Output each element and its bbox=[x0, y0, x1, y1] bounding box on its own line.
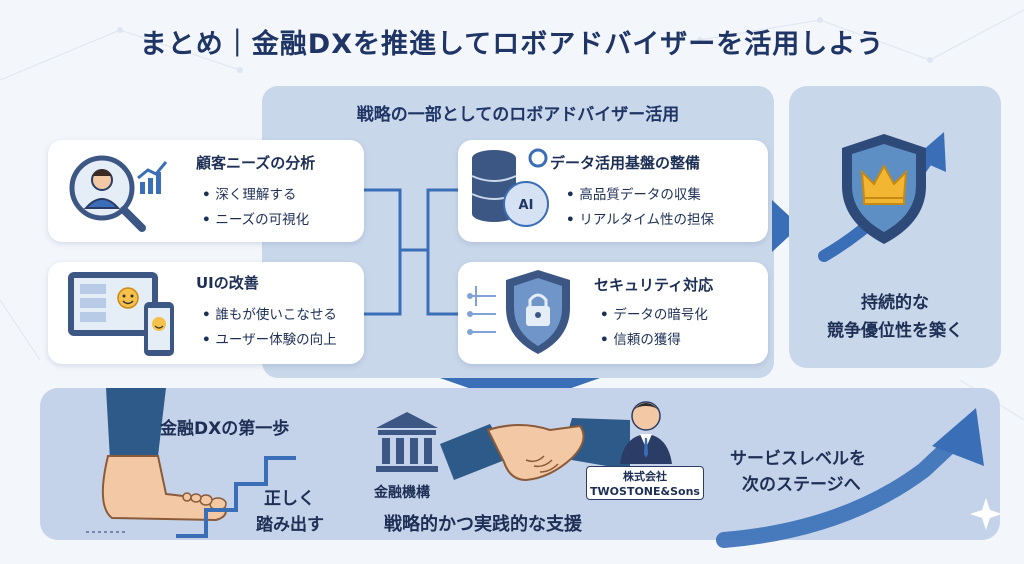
database-ai-icon: AI bbox=[471, 148, 549, 227]
card-customer-needs-bullet: 深く理解する bbox=[202, 183, 296, 203]
bank-building-icon bbox=[376, 412, 438, 472]
service-level-line2: 次のステージへ bbox=[742, 475, 861, 495]
card-ui-improvement-title: UIの改善 bbox=[196, 274, 259, 292]
user-magnifier-icon bbox=[69, 155, 168, 232]
card-security-bullet: 信頼の獲得 bbox=[600, 328, 681, 348]
shield-lock-icon bbox=[467, 270, 570, 354]
first-step-label: 金融DXの第一歩 bbox=[160, 419, 290, 439]
step-out-line2: 踏み出す bbox=[256, 515, 324, 535]
outcome-text-line2: 競争優位性を築く bbox=[827, 321, 963, 341]
step-out-line1: 正しく bbox=[264, 489, 315, 509]
strategy-panel-heading: 戦略の一部としてのロボアドバイザー活用 bbox=[356, 105, 680, 125]
page-title: まとめ｜金融DXを推進してロボアドバイザーを活用しよう bbox=[139, 29, 885, 60]
tablet-smiley-icon bbox=[68, 272, 174, 356]
ai-chip-label: AI bbox=[519, 198, 534, 213]
outcome-text-line1: 持続的な bbox=[861, 293, 929, 313]
arrow-to-outcome bbox=[772, 200, 800, 252]
businessman-icon bbox=[620, 401, 672, 464]
foot-stairs-icon bbox=[86, 388, 296, 538]
support-label: 戦略的かつ実践的な支援 bbox=[384, 514, 582, 535]
card-security-title: セキュリティ対応 bbox=[594, 276, 714, 294]
company-badge-line2: TWOSTONE&Sons bbox=[590, 485, 700, 498]
institution-label: 金融機構 bbox=[374, 485, 430, 501]
card-customer-needs-title: 顧客ニーズの分析 bbox=[196, 154, 316, 172]
company-badge-line1: 株式会社 bbox=[623, 470, 667, 483]
card-data-platform-title: データ活用基盤の整備 bbox=[550, 154, 701, 172]
card-data-platform-bullet: 高品質データの収集 bbox=[566, 183, 701, 203]
card-data-platform-bullet: リアルタイム性の担保 bbox=[566, 208, 714, 228]
service-level-line1: サービスレベルを bbox=[730, 449, 866, 469]
card-customer-needs-bullet: ニーズの可視化 bbox=[202, 208, 309, 228]
card-ui-improvement-bullet: 誰もが使いこなせる bbox=[202, 303, 337, 323]
company-badge: 株式会社 TWOSTONE&Sons bbox=[586, 466, 704, 500]
growth-arrow-icon bbox=[716, 408, 1002, 548]
handshake-icon bbox=[440, 418, 630, 482]
card-ui-improvement-bullet: ユーザー体験の向上 bbox=[202, 328, 336, 348]
card-security-bullet: データの暗号化 bbox=[600, 303, 708, 323]
shield-crown-growth-icon bbox=[818, 132, 946, 262]
